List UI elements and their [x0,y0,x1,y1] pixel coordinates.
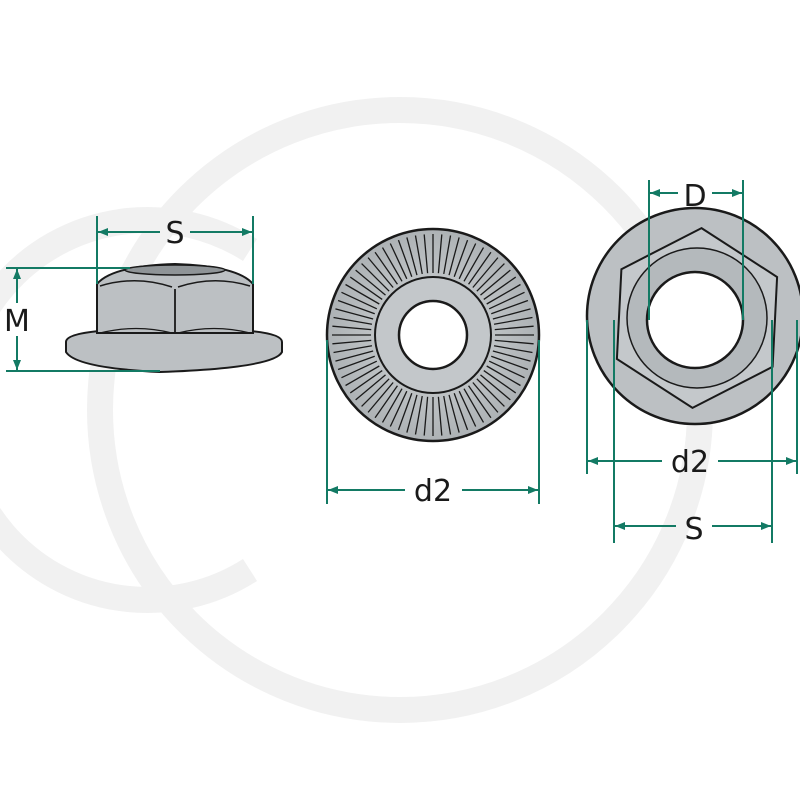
serration-tooth [458,390,477,427]
serration-tooth [423,234,429,274]
serration-tooth [374,251,398,285]
serration-tooth [437,234,443,274]
serration-tooth [483,276,517,300]
serration-teeth [332,234,534,436]
label-side-s: S [165,216,184,251]
serration-tooth [414,395,423,435]
serration-tooth [463,388,485,423]
serration-tooth [333,316,373,325]
serration-tooth [423,396,429,436]
dimension-bottom-d2 [326,340,540,504]
serration-tooth [476,263,505,292]
serration-tooth [355,374,386,401]
serration-tooth [483,370,517,394]
serration-tooth [337,355,375,371]
dimension-top-d2 [586,320,798,474]
label-top-d2: d2 [671,445,709,480]
label-top-d: D [683,179,706,214]
serration-tooth [493,345,533,354]
serration-tooth [332,325,372,331]
serration-tooth [355,269,386,296]
serration-tooth [453,393,469,431]
serration-tooth [367,382,394,413]
serration-tooth [486,365,521,387]
serration-tooth [448,394,460,433]
side-view [65,262,283,374]
serration-tooth [397,239,413,277]
serration-tooth [406,237,418,276]
dimension-top-d [648,180,744,320]
serration-tooth [335,308,374,320]
serration-tooth [491,299,529,315]
dimension-side-s [96,216,254,284]
serration-tooth [472,257,499,288]
serration-tooth [480,374,511,401]
serration-tooth [341,291,378,310]
serration-tooth [492,308,531,320]
serration-tooth [381,388,403,423]
serration-tooth [468,385,492,419]
serration-tooth [443,395,452,435]
serration-tooth [486,283,521,305]
serration-tooth [494,339,534,345]
serration-tooth [349,370,383,394]
dimension-side-m [6,267,160,372]
serration-tooth [361,378,390,407]
serration-tooth [381,247,403,282]
serration-tooth [480,269,511,296]
watermark-logo [0,97,713,723]
serration-tooth [437,396,443,436]
serration-tooth [397,393,413,431]
serration-tooth [389,390,408,427]
serration-tooth [476,378,505,407]
serration-tooth [494,325,534,331]
serration-tooth [493,316,533,325]
serration-tooth [361,263,390,292]
serration-tooth [488,360,525,379]
serration-tooth [448,237,460,276]
serration-tooth [492,350,531,362]
serration-tooth [458,243,477,280]
serration-tooth [406,394,418,433]
serration-tooth [453,239,469,277]
serration-tooth [335,350,374,362]
serration-tooth [468,251,492,285]
dimension-top-s [613,320,773,543]
serration-tooth [488,291,525,310]
serration-tooth [332,339,372,345]
top-view [585,206,800,426]
serration-tooth [345,283,380,305]
serration-tooth [333,345,373,354]
serration-tooth [341,360,378,379]
label-side-m: M [4,304,30,339]
serration-tooth [414,235,423,275]
serrated-bottom-view [325,227,541,443]
serration-tooth [472,382,499,413]
serration-tooth [491,355,529,371]
serration-tooth [337,299,375,315]
label-bottom-d2: d2 [414,474,452,509]
serration-tooth [349,276,383,300]
serration-tooth [443,235,452,275]
label-top-s: S [684,512,703,547]
serration-tooth [463,247,485,282]
serration-tooth [367,257,394,288]
serration-tooth [345,365,380,387]
serration-tooth [389,243,408,280]
serration-tooth [374,385,398,419]
